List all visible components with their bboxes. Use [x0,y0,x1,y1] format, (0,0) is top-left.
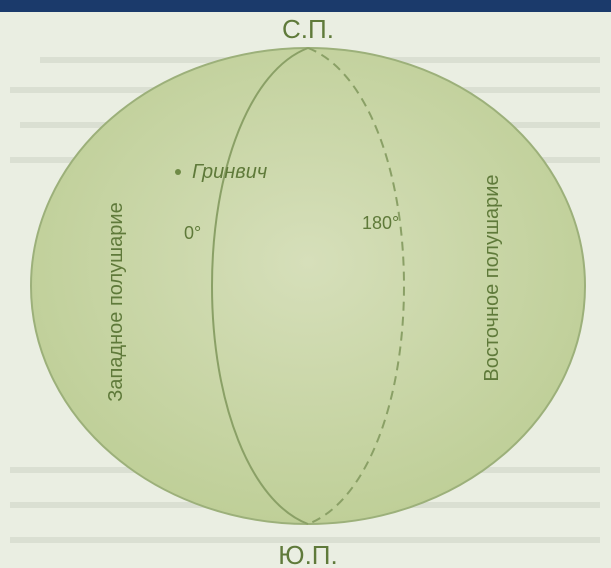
meridian-180-label: 180° [362,213,399,233]
north-pole-label: С.П. [282,14,334,44]
eastern-hemisphere-label: Восточное полушарие [481,174,503,381]
meridian-zero-label: 0° [184,223,201,243]
south-pole-label: Ю.П. [278,540,337,568]
western-hemisphere-label: Западное полушарие [105,202,127,401]
greenwich-label: Гринвич [192,161,267,183]
top-frame-bar [0,0,611,12]
greenwich-dot [175,169,181,175]
globe-diagram: С.П. Ю.П. Гринвич 0° 180° Западное полуш… [0,12,611,568]
figure-background: С.П. Ю.П. Гринвич 0° 180° Западное полуш… [0,12,611,568]
